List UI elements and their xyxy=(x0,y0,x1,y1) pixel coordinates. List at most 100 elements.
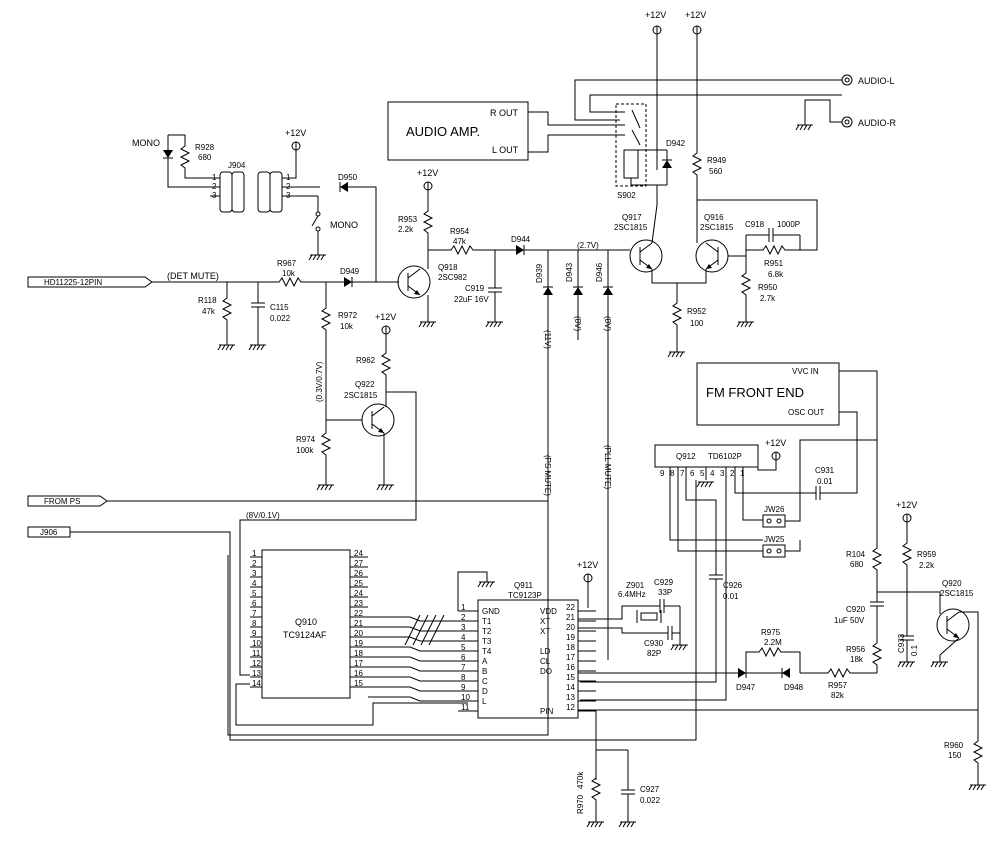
q910-chip xyxy=(261,549,351,699)
q910-pin-number: 14 xyxy=(252,679,261,688)
r950-label: R950 xyxy=(758,283,778,292)
c930-label: C930 xyxy=(644,639,664,648)
r951-label: R951 xyxy=(764,259,784,268)
q910-pin-number: 25 xyxy=(354,579,363,588)
j906-label: J906 xyxy=(40,528,58,537)
q911-pin-name: B xyxy=(482,667,487,676)
d943-label: D943 xyxy=(565,262,574,282)
supply-symbol xyxy=(692,25,702,35)
q910-pin-number: 7 xyxy=(252,609,257,618)
q920-value: 2SC1815 xyxy=(940,589,974,598)
v8a-note: (8V) xyxy=(573,316,582,331)
c920-label: C920 xyxy=(846,605,866,614)
r118-value: 47k xyxy=(202,307,216,316)
c933-label: C933 xyxy=(897,633,906,653)
audio-l-label: AUDIO-L xyxy=(858,76,895,86)
from-ps-connector xyxy=(27,495,108,507)
r967-label: R967 xyxy=(277,259,297,268)
r956-label: R956 xyxy=(846,645,866,654)
q912-pin-number: 9 xyxy=(660,469,665,478)
mono-switch-label: MONO xyxy=(330,220,358,230)
supply-label: +12V xyxy=(285,128,306,138)
r974-label: R974 xyxy=(296,435,316,444)
v801-note: (8V/0.1V) xyxy=(246,511,280,520)
r974-value: 100k xyxy=(296,446,314,455)
jw25-label: JW25 xyxy=(764,535,785,544)
q920-transistor xyxy=(936,608,970,642)
r957-value: 82k xyxy=(831,691,845,700)
q911-pin-number: 8 xyxy=(461,673,466,682)
q911-pin-name: D xyxy=(482,687,488,696)
q911-pin-number: 13 xyxy=(566,693,575,702)
d950-label: D950 xyxy=(338,173,358,182)
q910-pin-number: 24 xyxy=(354,589,363,598)
c115-value: 0.022 xyxy=(270,314,291,323)
q920-label: Q920 xyxy=(942,579,962,588)
r957-label: R957 xyxy=(828,681,848,690)
r954-value: 47k xyxy=(453,237,467,246)
r954-label: R954 xyxy=(450,227,470,236)
q912-part: TD6102P xyxy=(708,452,742,461)
q910-pin-number: 13 xyxy=(252,669,261,678)
q922-value: 2SC1815 xyxy=(344,391,378,400)
supply-label: +12V xyxy=(685,10,706,20)
c115-label: C115 xyxy=(270,303,289,312)
q910-part: TC9124AF xyxy=(283,630,327,640)
q910-pin-number: 6 xyxy=(252,599,257,608)
r956-value: 18k xyxy=(850,655,864,664)
r118-label: R118 xyxy=(198,296,217,305)
d949-label: D949 xyxy=(340,267,360,276)
q910-pin-number: 15 xyxy=(354,679,363,688)
s902-relay xyxy=(615,103,647,187)
z901-value: 6.4MHz xyxy=(618,590,646,599)
q911-pin-name: A xyxy=(482,657,488,666)
d947-label: D947 xyxy=(736,683,756,692)
c927-label: C927 xyxy=(640,785,660,794)
q910-pin-number: 1 xyxy=(252,549,257,558)
q911-pin-number: 11 xyxy=(461,703,470,712)
q911-pin-name: PIN xyxy=(540,707,554,716)
q916-label: Q916 xyxy=(704,213,724,222)
r951-value: 6.8k xyxy=(768,270,784,279)
from-ps-label: FROM PS xyxy=(44,497,80,506)
q910-pin-number: 9 xyxy=(252,629,257,638)
ps-mute-note: (PS MUTE) xyxy=(543,455,552,496)
r960-label: R960 xyxy=(944,741,964,750)
q910-label: Q910 xyxy=(295,617,317,627)
q912-pin-number: 8 xyxy=(670,469,675,478)
v11-note: (11V) xyxy=(543,330,552,349)
q911-pin-number: 4 xyxy=(461,633,466,642)
q910-pin-number: 22 xyxy=(354,609,363,618)
d942-label: D942 xyxy=(666,139,686,148)
q911-pin-name: LD xyxy=(540,647,550,656)
q912-pin-number: 4 xyxy=(710,469,715,478)
q922-label: Q922 xyxy=(355,380,375,389)
q911-label: Q911 xyxy=(514,581,534,590)
q911-pin-number: 1 xyxy=(461,603,466,612)
c927-value: 0.022 xyxy=(640,796,661,805)
q911-pin-name: CL xyxy=(540,657,551,666)
v8b-note: (8V) xyxy=(603,316,612,331)
r970-label: R970 xyxy=(576,794,585,814)
fm-front-end-title: FM FRONT END xyxy=(706,385,804,400)
r972-label: R972 xyxy=(338,311,358,320)
r952-value: 100 xyxy=(690,319,704,328)
j904-label: J904 xyxy=(228,161,246,170)
q911-pin-number: 21 xyxy=(566,613,575,622)
q911-chip xyxy=(477,599,579,719)
supply-symbol xyxy=(652,25,662,35)
det-mute-note: (DET MUTE) xyxy=(167,271,219,281)
q918-value: 2SC982 xyxy=(438,273,467,282)
supply-label: +12V xyxy=(645,10,666,20)
j904-pin: 1 xyxy=(212,173,217,182)
c930-value: 82P xyxy=(647,649,661,658)
audio-amp-block xyxy=(387,101,529,161)
r928-label: R928 xyxy=(195,143,215,152)
q910-pin-number: 18 xyxy=(354,649,363,658)
r959-value: 2.2k xyxy=(919,561,935,570)
l-out-label: L OUT xyxy=(492,145,519,155)
q910-pin-number: 10 xyxy=(252,639,261,648)
